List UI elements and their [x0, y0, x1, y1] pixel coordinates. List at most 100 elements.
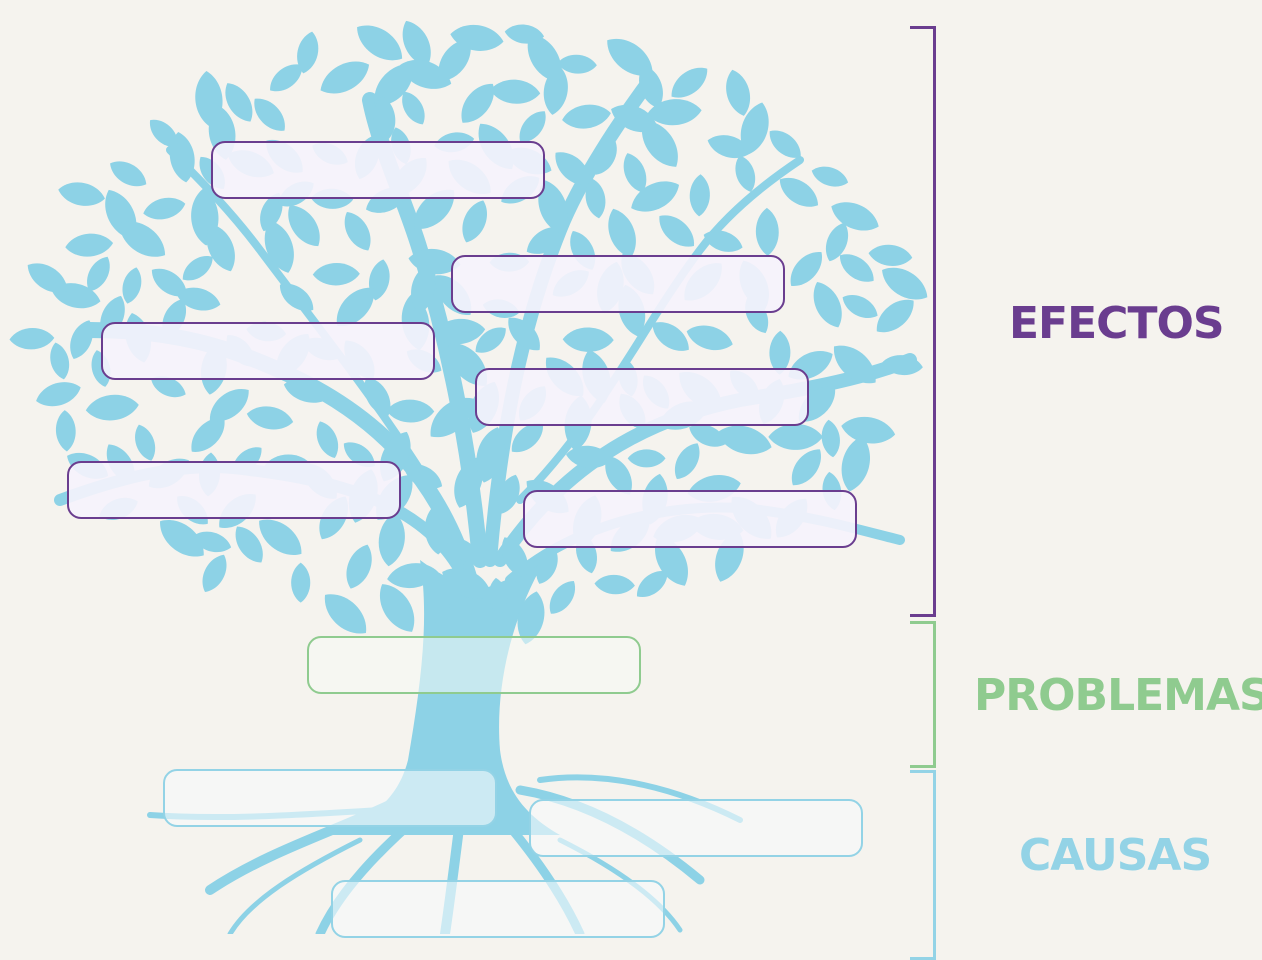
- leaf: [192, 531, 232, 553]
- leaf: [717, 425, 772, 455]
- leaf: [438, 39, 471, 82]
- leaf: [655, 535, 688, 586]
- leaf: [627, 449, 666, 468]
- leaf: [424, 504, 449, 555]
- leaf: [504, 24, 545, 44]
- leaf: [623, 153, 647, 193]
- leaf: [336, 287, 374, 326]
- leaf: [70, 320, 93, 359]
- leaf: [511, 423, 543, 453]
- leaf: [399, 59, 452, 89]
- leaf: [442, 568, 492, 599]
- leaf: [562, 327, 614, 352]
- leaf: [411, 265, 435, 314]
- leaf: [608, 208, 636, 258]
- effect-box-1[interactable]: [211, 141, 545, 199]
- leaf: [834, 345, 876, 384]
- leaf: [769, 130, 801, 158]
- leaf: [821, 419, 840, 458]
- leaf: [182, 256, 213, 281]
- tree-trunk: [330, 560, 560, 835]
- leaf: [631, 181, 680, 212]
- effect-box-5[interactable]: [67, 461, 401, 519]
- leaf: [283, 377, 333, 403]
- effect-box-3[interactable]: [101, 322, 435, 380]
- leaf: [65, 233, 114, 257]
- leaf: [264, 220, 294, 273]
- leaf: [642, 120, 678, 167]
- leaf: [122, 267, 142, 304]
- cause-box-3[interactable]: [331, 880, 665, 938]
- leaf: [151, 376, 186, 398]
- leaf: [526, 227, 567, 254]
- leaf: [462, 200, 487, 243]
- leaf: [387, 563, 439, 589]
- leaf: [497, 474, 520, 514]
- leaf: [191, 418, 225, 452]
- leaf: [594, 574, 635, 595]
- leaf: [868, 244, 913, 266]
- leaf: [703, 230, 743, 252]
- effects-label: EFECTOS: [1009, 298, 1225, 349]
- causes-bracket: [910, 770, 936, 960]
- leaf: [151, 268, 187, 297]
- leaf: [659, 215, 694, 247]
- leaf: [652, 322, 689, 351]
- leaf: [779, 177, 819, 207]
- leaf: [55, 410, 76, 452]
- leaf: [344, 211, 371, 251]
- leaf: [476, 427, 506, 483]
- problem-box[interactable]: [307, 636, 641, 694]
- leaf: [446, 538, 480, 563]
- leaf: [876, 299, 914, 333]
- causes-label: CAUSAS: [1019, 830, 1212, 881]
- leaf: [839, 254, 874, 282]
- leaf: [555, 152, 591, 186]
- leaf: [246, 406, 294, 430]
- leaf: [475, 327, 506, 353]
- leaf: [593, 139, 617, 175]
- leaf: [689, 174, 710, 217]
- leaf: [671, 67, 708, 98]
- leaf: [225, 83, 253, 122]
- leaf: [461, 83, 494, 123]
- leaf: [527, 34, 562, 82]
- leaf: [260, 192, 283, 232]
- leaf: [414, 189, 455, 229]
- leaf: [209, 388, 249, 422]
- leaf: [538, 180, 568, 234]
- leaf: [312, 262, 360, 286]
- leaf: [408, 248, 461, 275]
- leaf: [517, 591, 545, 645]
- effect-box-2[interactable]: [451, 255, 785, 313]
- leaf: [562, 104, 611, 129]
- leaf: [404, 464, 443, 489]
- leaf: [9, 327, 55, 350]
- leaf: [291, 562, 311, 603]
- leaf: [881, 355, 923, 375]
- effect-box-6[interactable]: [523, 490, 857, 548]
- effect-box-4[interactable]: [475, 368, 809, 426]
- leaf: [735, 155, 756, 193]
- trunk-shape: [330, 560, 560, 835]
- problems-bracket: [910, 621, 936, 768]
- leaf: [707, 135, 751, 159]
- cause-box-2[interactable]: [529, 799, 863, 857]
- leaf: [374, 64, 414, 106]
- leaf: [825, 222, 849, 262]
- leaf: [50, 342, 70, 380]
- leaf: [811, 166, 849, 187]
- leaf: [430, 397, 473, 438]
- leaf: [320, 61, 370, 94]
- leaf: [740, 102, 769, 155]
- cause-box-1[interactable]: [163, 769, 497, 827]
- leaf: [841, 436, 870, 492]
- leaf: [647, 99, 702, 126]
- leaf: [316, 421, 339, 459]
- leaf: [288, 205, 320, 247]
- root-8: [227, 837, 363, 934]
- leaf: [235, 526, 263, 563]
- leaf: [325, 594, 366, 634]
- leaf: [566, 445, 612, 468]
- leaf: [427, 580, 450, 628]
